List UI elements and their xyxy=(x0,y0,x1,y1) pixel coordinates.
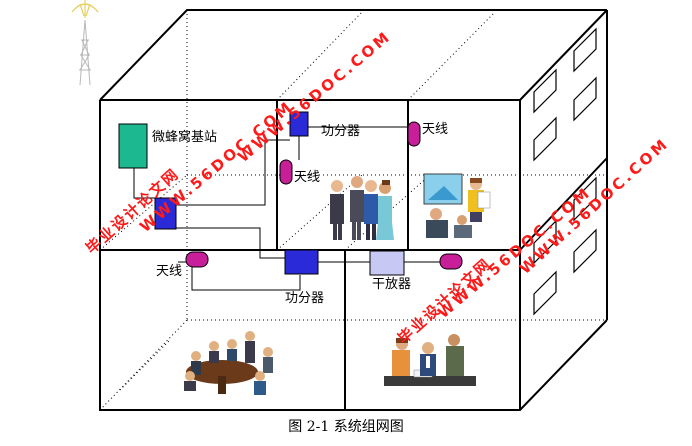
antenna-bottom-left-icon xyxy=(185,251,209,268)
conference-table-clipart-bottom-left xyxy=(184,331,273,395)
antenna-top-right-label: 天线 xyxy=(422,122,449,137)
antenna-icons xyxy=(185,121,463,270)
power-splitter-bottom-label: 功分器 xyxy=(285,291,325,306)
transmission-tower-icon xyxy=(79,19,91,86)
base-station-icon xyxy=(118,123,148,169)
antenna-top-mid-icon xyxy=(279,159,293,185)
building-windows xyxy=(533,27,597,316)
antenna-top-mid-label: 天线 xyxy=(294,170,321,185)
repeater-icon xyxy=(369,250,405,276)
base-station-label: 微蜂窝基站 xyxy=(152,130,218,145)
power-splitter-top-label: 功分器 xyxy=(321,124,361,139)
presentation-clipart-top-right xyxy=(423,173,491,238)
power-splitter-bottom-icon xyxy=(284,249,319,275)
coupler-icon xyxy=(154,197,177,230)
tower-signal-icon xyxy=(71,0,99,18)
meeting-clipart-bottom-right xyxy=(384,334,476,386)
antenna-top-right-icon xyxy=(407,121,421,147)
meeting-people-clipart-top-mid xyxy=(330,176,394,240)
power-splitter-top-icon xyxy=(289,111,309,137)
antenna-bottom-left-label: 天线 xyxy=(156,264,183,279)
antenna-bottom-right-icon xyxy=(439,253,463,270)
building-outline xyxy=(99,9,608,411)
figure-caption: 图 2-1 系统组网图 xyxy=(288,419,404,435)
repeater-label: 干放器 xyxy=(372,277,412,292)
